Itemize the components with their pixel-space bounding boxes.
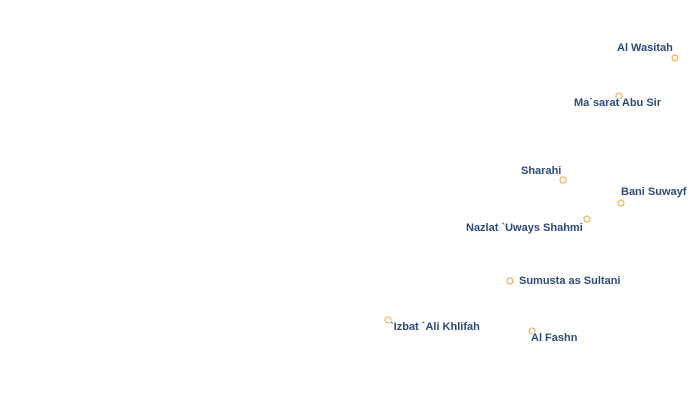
- place-marker[interactable]: [506, 277, 514, 285]
- place-marker[interactable]: [617, 199, 625, 207]
- place-label: Sharahi: [521, 165, 562, 177]
- place-label: Bani Suwayf: [621, 186, 687, 198]
- place-marker[interactable]: [559, 176, 567, 184]
- place-label: Nazlat `Uways Shahmi: [466, 222, 583, 234]
- place-marker[interactable]: [671, 54, 679, 62]
- place-label: `Izbat `Ali Khlifah: [390, 321, 480, 333]
- place-label: Al Fashn: [531, 332, 578, 344]
- place-marker[interactable]: [583, 215, 591, 223]
- place-label: Ma`sarat Abu Sir: [574, 97, 662, 109]
- place-marker[interactable]: [384, 316, 392, 324]
- place-marker[interactable]: [528, 327, 536, 335]
- place-label: Sumusta as Sultani: [519, 275, 621, 287]
- place-label: Al Wasitah: [617, 42, 673, 54]
- place-marker[interactable]: [615, 92, 623, 100]
